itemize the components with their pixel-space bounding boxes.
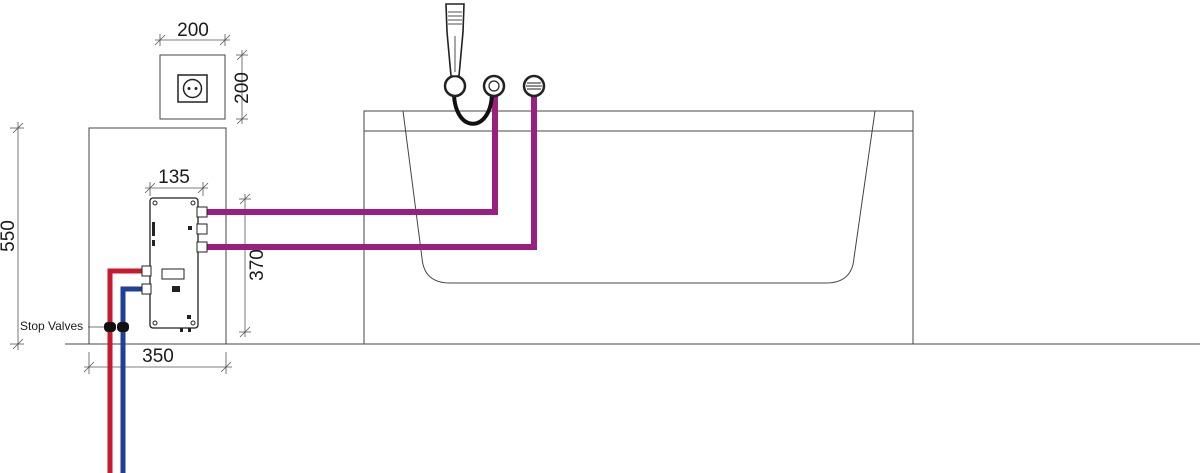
wall-panel (88, 127, 227, 345)
bathtub (363, 110, 914, 345)
stop-valves: Stop Valves (20, 319, 129, 333)
stop-valves-label: Stop Valves (20, 319, 83, 333)
outlet-pipes (207, 92, 537, 250)
unit-width-label: 135 (158, 167, 190, 188)
dimension-socket-height: 200 (232, 49, 253, 125)
wall-outlets (482, 74, 546, 98)
power-socket-icon (177, 74, 208, 103)
panel-height-label: 550 (0, 220, 19, 252)
outlet-height-label: 370 (247, 249, 268, 281)
spout-outlet (522, 74, 546, 98)
hose-outlet (482, 74, 506, 98)
supply-pipes (107, 268, 148, 473)
socket-box (159, 54, 226, 120)
hot-supply-pipe (107, 268, 148, 473)
dimension-panel-width: 350 (83, 346, 232, 374)
dimension-unit-width: 135 (144, 167, 209, 196)
hand-shower-icon (443, 3, 467, 98)
shower-hose (451, 87, 494, 126)
socket-height-label: 200 (232, 72, 253, 104)
stop-valve-icon (104, 322, 116, 332)
cold-supply-pipe (120, 286, 148, 473)
dimension-outlet-height: 370 (239, 193, 268, 338)
panel-width-label: 350 (142, 346, 174, 367)
outlet-pipe-upper (207, 92, 498, 215)
socket-width-label: 200 (177, 20, 209, 41)
stop-valve-icon (117, 322, 129, 332)
dimension-panel-height: 550 (0, 122, 24, 350)
dimension-socket-width: 200 (154, 20, 231, 46)
outlet-pipe-lower (207, 92, 537, 250)
control-unit (141, 197, 208, 332)
